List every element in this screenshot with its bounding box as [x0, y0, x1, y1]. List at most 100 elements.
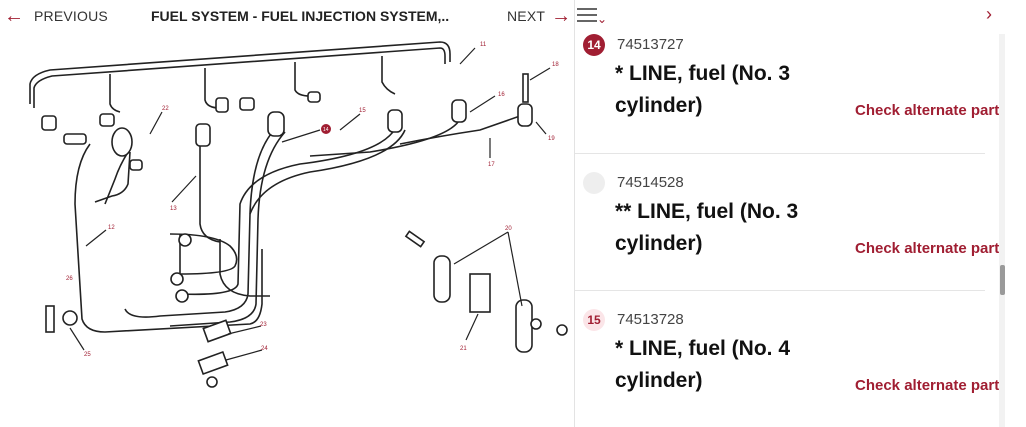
clip — [45, 305, 55, 333]
leader-line — [507, 231, 523, 307]
callout-label[interactable]: 21 — [460, 346, 467, 352]
panel-divider — [574, 0, 575, 427]
fuel-line — [109, 74, 121, 113]
parts-list-toolbar: ⌄ › — [575, 0, 1026, 32]
diagram-title: FUEL SYSTEM - FUEL INJECTION SYSTEM,.. — [151, 8, 450, 24]
check-alternate-part-link[interactable]: Check alternate part — [855, 377, 1000, 394]
chevron-right-icon[interactable]: › — [986, 4, 992, 24]
part-description: ** LINE, fuel (No. 3 cylinder) — [615, 196, 835, 260]
part-row[interactable]: 15 74513728 * LINE, fuel (No. 4 cylinder… — [575, 309, 999, 427]
next-label: NEXT — [507, 8, 546, 24]
fitting — [129, 159, 143, 171]
leader-line — [535, 121, 547, 135]
leader-line — [339, 113, 361, 131]
callout-label[interactable]: 25 — [84, 352, 91, 358]
fitting — [41, 115, 57, 131]
fitting — [307, 91, 321, 103]
bracket — [433, 255, 451, 303]
fuel-line — [94, 151, 131, 203]
callout-label[interactable]: 26 — [66, 276, 73, 282]
part-description-line: * LINE, fuel (No. 3 — [615, 62, 791, 85]
fuel-system-diagram[interactable]: 11 18 22 15 14 16 13 17 19 12 20 26 23 2… — [20, 34, 580, 424]
check-alternate-part-link[interactable]: Check alternate part — [855, 102, 1000, 119]
fuel-line — [29, 41, 451, 104]
leader-line — [171, 175, 197, 203]
callout-badge: 15 — [583, 309, 605, 331]
list-menu-icon[interactable]: ⌄ — [577, 6, 608, 26]
bracket — [515, 299, 533, 353]
callout-label[interactable]: 14 — [323, 127, 329, 133]
fuel-line — [294, 62, 311, 97]
fitting — [215, 97, 229, 113]
callout-label[interactable]: 22 — [162, 106, 169, 112]
scrollbar-thumb[interactable] — [1000, 265, 1005, 295]
callout-label[interactable]: 18 — [552, 62, 559, 68]
injector-nozzle — [387, 109, 403, 133]
row-separator — [575, 290, 985, 291]
fuel-line — [249, 129, 406, 215]
fitting — [239, 97, 255, 111]
fitting — [170, 272, 184, 286]
clamp — [469, 273, 491, 313]
fitting — [175, 289, 189, 303]
callout-label[interactable]: 11 — [480, 42, 487, 48]
arrow-left-icon: ← — [4, 5, 24, 27]
fuel-line — [399, 115, 521, 145]
callout-label[interactable]: 13 — [170, 206, 177, 212]
callout-label[interactable]: 15 — [359, 108, 366, 114]
leader-line — [453, 231, 509, 265]
fuel-line — [199, 144, 221, 243]
part-description-line: cylinder) — [615, 94, 703, 117]
parts-list-panel: ⌄ › 14 74513727 * LINE, fuel (No. 3 cyli… — [575, 0, 1026, 427]
nut — [556, 324, 568, 336]
part-number: 74514528 — [617, 174, 684, 191]
leader-line — [225, 349, 263, 361]
fuel-line — [169, 233, 238, 275]
chevron-down-icon: ⌄ — [597, 12, 608, 26]
callout-label[interactable]: 24 — [261, 346, 268, 352]
arrow-right-icon: → — [551, 5, 572, 27]
nut — [530, 318, 542, 330]
leader-line — [281, 129, 321, 143]
fuel-line — [169, 131, 286, 327]
menu-bar — [577, 8, 597, 10]
menu-bar — [577, 20, 597, 22]
part-description-line: cylinder) — [615, 232, 703, 255]
part-description: * LINE, fuel (No. 4 cylinder) — [615, 333, 835, 397]
part-number: 74513728 — [617, 311, 684, 328]
fuel-line — [74, 143, 263, 333]
injector-nozzle — [111, 127, 133, 157]
leader-line — [69, 327, 85, 351]
diagram-nav: ← PREVIOUS FUEL SYSTEM - FUEL INJECTION … — [0, 0, 574, 34]
selected-callout-marker[interactable] — [321, 124, 331, 134]
next-button[interactable]: NEXT → — [507, 6, 571, 26]
fuel-line — [124, 128, 276, 318]
leader-line — [529, 67, 551, 81]
fitting — [99, 113, 115, 127]
previous-button[interactable]: ← PREVIOUS — [4, 6, 108, 26]
callout-label[interactable]: 12 — [108, 225, 115, 231]
clip — [62, 310, 78, 326]
part-description: * LINE, fuel (No. 3 cylinder) — [615, 58, 835, 122]
callout-label[interactable]: 20 — [505, 226, 512, 232]
callout-label[interactable]: 19 — [548, 136, 555, 142]
callout-label[interactable]: 17 — [488, 162, 495, 168]
injector-nozzle — [517, 103, 533, 127]
leader-line — [85, 229, 107, 247]
bolt — [404, 230, 426, 248]
check-alternate-part-link[interactable]: Check alternate part — [855, 240, 1000, 257]
callout-label[interactable]: 16 — [498, 92, 505, 98]
part-row[interactable]: 74514528 ** LINE, fuel (No. 3 cylinder) … — [575, 172, 999, 290]
diagram-panel: ← PREVIOUS FUEL SYSTEM - FUEL INJECTION … — [0, 0, 574, 388]
fuel-line — [381, 56, 396, 95]
leader-line — [469, 95, 496, 113]
leader-line — [149, 111, 163, 135]
scrollbar-track[interactable] — [999, 34, 1005, 427]
leader-line — [459, 47, 476, 65]
injector-nozzle — [267, 111, 285, 137]
part-row[interactable]: 14 74513727 * LINE, fuel (No. 3 cylinder… — [575, 34, 999, 154]
callout-label[interactable]: 23 — [260, 322, 267, 328]
fuel-line — [104, 148, 131, 205]
part-description-line: * LINE, fuel (No. 4 — [615, 337, 791, 360]
menu-bar — [577, 14, 597, 16]
